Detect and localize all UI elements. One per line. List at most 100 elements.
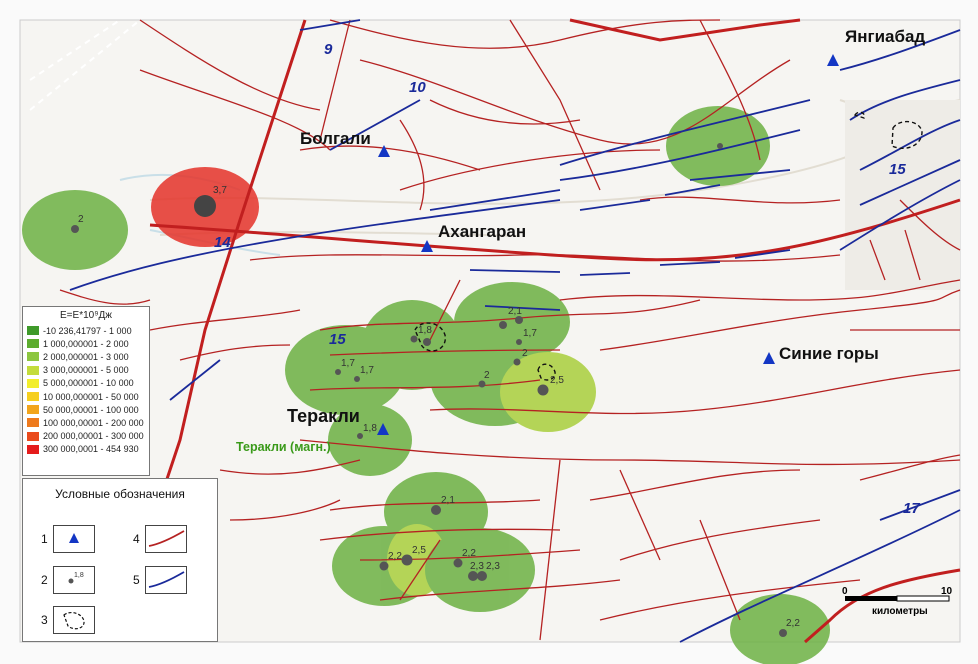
epicenter	[468, 571, 478, 581]
city-area	[845, 100, 960, 290]
energy-zone	[454, 282, 570, 362]
energy-label: 300 000,0001 - 454 930	[43, 444, 139, 455]
energy-swatch	[27, 444, 39, 454]
magnitude-label: 2,5	[412, 545, 426, 556]
symbol-legend: Условные обозначения 1 2 1,8 3 4 5	[22, 478, 218, 642]
place-label: Ахангаран	[438, 222, 526, 241]
place-label: Болгали	[300, 129, 371, 148]
magnitude-label: 2,2	[462, 548, 476, 559]
scale-segment	[896, 595, 950, 602]
energy-legend-item: 10 000,000001 - 50 000	[27, 390, 145, 403]
epicenter	[453, 558, 463, 568]
epicenter	[335, 369, 341, 375]
magnitude-label: 2,1	[508, 306, 522, 317]
magnitude-label: 2,1	[441, 495, 455, 506]
dashed-outline	[853, 111, 866, 119]
magnitude-label: 1,8	[418, 325, 432, 336]
energy-swatch	[27, 418, 39, 428]
energy-label: 200 000,00001 - 300 000	[43, 431, 144, 442]
epicenter	[401, 554, 413, 566]
lineaments	[69, 19, 961, 643]
fault-number-labels: 9 10 14 15 15 17	[214, 41, 920, 517]
energy-legend-item: 3 000,000001 - 5 000	[27, 364, 145, 377]
fault-number: 10	[409, 79, 426, 96]
legend-lineament-swatch	[145, 566, 187, 594]
scale-segment	[845, 596, 897, 601]
legend-number: 1	[41, 532, 48, 546]
station-triangle-icon	[763, 352, 775, 364]
epicenter	[537, 384, 549, 396]
epicenter	[194, 195, 216, 217]
energy-zone	[425, 528, 535, 612]
place-labels: Янгиабад Болгали Ахангаран Синие горы Те…	[236, 27, 925, 454]
epicenters	[71, 143, 787, 637]
energy-label: 5 000,000001 - 10 000	[43, 378, 134, 389]
fault-number: 9	[324, 41, 333, 58]
place-label: Теракли	[287, 406, 360, 426]
faults-thick	[148, 18, 961, 644]
energy-label: 3 000,000001 - 5 000	[43, 365, 129, 376]
magnitude-label: 3,7	[213, 185, 227, 196]
energy-legend-title: E=E*10⁹Дж	[60, 310, 112, 321]
energy-legend-item: 300 000,0001 - 454 930	[27, 443, 145, 456]
magnitude-label: 2,2	[388, 551, 402, 562]
legend-outline-swatch	[53, 606, 95, 634]
epicenter	[515, 316, 523, 324]
place-label: Синие горы	[779, 344, 879, 363]
epicenter	[478, 380, 486, 388]
dashed-outline	[537, 363, 556, 381]
energy-label: 50 000,00001 - 100 000	[43, 404, 139, 415]
epicenter	[717, 143, 723, 149]
magnitude-label: 2,3	[486, 561, 500, 572]
dashed-outline	[414, 322, 446, 352]
fault-number: 15	[329, 331, 346, 348]
epicenter-dot-icon: 1,8	[68, 572, 84, 584]
scale-zero: 0	[842, 586, 848, 597]
legend-number: 4	[133, 532, 140, 546]
fault-number: 14	[214, 234, 231, 251]
epicenter	[513, 358, 521, 366]
scale-bar: 0 10 километры	[842, 586, 953, 617]
station-triangle-icon	[69, 533, 79, 543]
magnitude-labels: 2 3,7 1,8 2,1 1,7 2 2 2,5 1,7 1,7 1,8 2,…	[78, 185, 800, 629]
energy-label: 2 000,000001 - 3 000	[43, 351, 129, 362]
epicenter	[499, 321, 507, 329]
epicenter	[357, 433, 363, 439]
dashed-outline	[891, 121, 923, 150]
station-triangle-icon	[827, 54, 839, 66]
legend-epicenter-swatch: 1,8	[53, 566, 95, 594]
aftershock-outlines	[414, 111, 923, 381]
energy-legend-item: 50 000,00001 - 100 000	[27, 403, 145, 416]
energy-label: 1 000,000001 - 2 000	[43, 338, 129, 349]
stations	[377, 54, 839, 435]
energy-legend-item: 200 000,00001 - 300 000	[27, 430, 145, 443]
magnitude-label: 1,7	[360, 365, 374, 376]
energy-legend-item: 100 000,00001 - 200 000	[27, 416, 145, 429]
energy-legend-item: 1 000,000001 - 2 000	[27, 337, 145, 350]
energy-legend-item: 5 000,000001 - 10 000	[27, 377, 145, 390]
epicenter	[71, 225, 79, 233]
fault-number: 17	[903, 500, 920, 517]
energy-zone	[730, 594, 830, 664]
dashed-outline-icon	[63, 611, 85, 630]
legend-sample-magnitude: 1,8	[74, 572, 84, 579]
lineament-line-icon	[148, 571, 185, 588]
epicenter	[379, 561, 389, 571]
energy-swatch	[27, 378, 39, 388]
place-label: Янгиабад	[845, 27, 925, 46]
energy-label: 100 000,00001 - 200 000	[43, 417, 144, 428]
magnitude-label: 2,3	[470, 561, 484, 572]
legend-fault-swatch	[145, 525, 187, 553]
symbol-legend-title: Условные обозначения	[55, 487, 185, 501]
legend-number: 2	[41, 573, 48, 587]
magnitude-label: 2,5	[550, 375, 564, 386]
energy-legend-item: 2 000,000001 - 3 000	[27, 350, 145, 363]
fault-line-icon	[148, 530, 185, 547]
epicenter	[423, 338, 431, 346]
epicenter	[779, 629, 787, 637]
epicenter	[431, 505, 441, 515]
scale-ten: 10	[941, 586, 953, 597]
